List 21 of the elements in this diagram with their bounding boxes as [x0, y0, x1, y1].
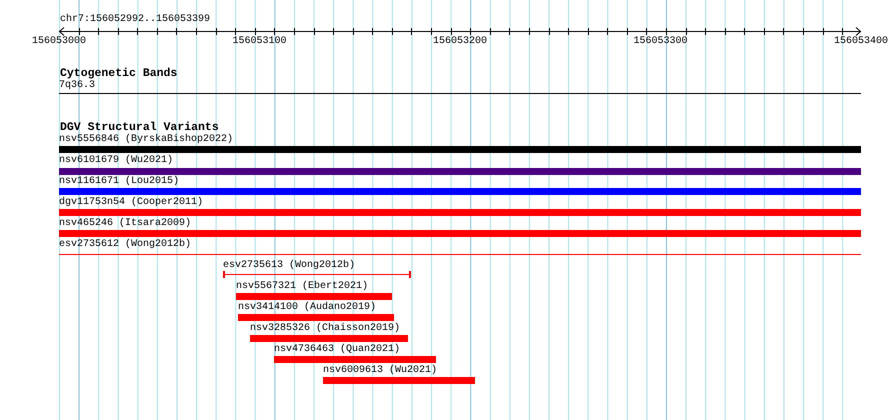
tick-label: 156053200: [432, 36, 487, 48]
variant-label: nsv465246 (Itsara2009): [59, 218, 192, 230]
variant-label: esv2735613 (Wong2012b): [223, 260, 356, 272]
variant-label: nsv4736463 (Quan2021): [274, 344, 400, 356]
variant-label: nsv1161671 (Lou2015): [59, 176, 180, 188]
variant-label: dgv11753n54 (Cooper2011): [59, 197, 204, 209]
variant-label: nsv5567321 (Ebert2021): [236, 281, 368, 293]
band-label: 7q36.3: [59, 80, 96, 92]
tick-label: 156053400: [834, 36, 888, 48]
tick-label: 156053300: [633, 36, 688, 48]
variant-label: esv2735612 (Wong2012b): [59, 239, 192, 251]
tick-label: 156053000: [32, 36, 86, 48]
coordinate-label: chr7:156052992..156053399: [60, 14, 210, 26]
track-heading: DGV Structural Variants: [60, 121, 219, 134]
variant-label: nsv3414100 (Audano2019): [238, 302, 376, 314]
variant-label: nsv6101679 (Wu2021): [59, 155, 174, 167]
tick-label: 156053100: [232, 36, 286, 48]
variant-label: nsv5556846 (ByrskaBishop2022): [59, 134, 234, 146]
variant-label: nsv3285326 (Chaisson2019): [250, 323, 400, 335]
track-heading: Cytogenetic Bands: [60, 67, 178, 80]
variant-label: nsv6009613 (Wu2021): [323, 365, 438, 377]
